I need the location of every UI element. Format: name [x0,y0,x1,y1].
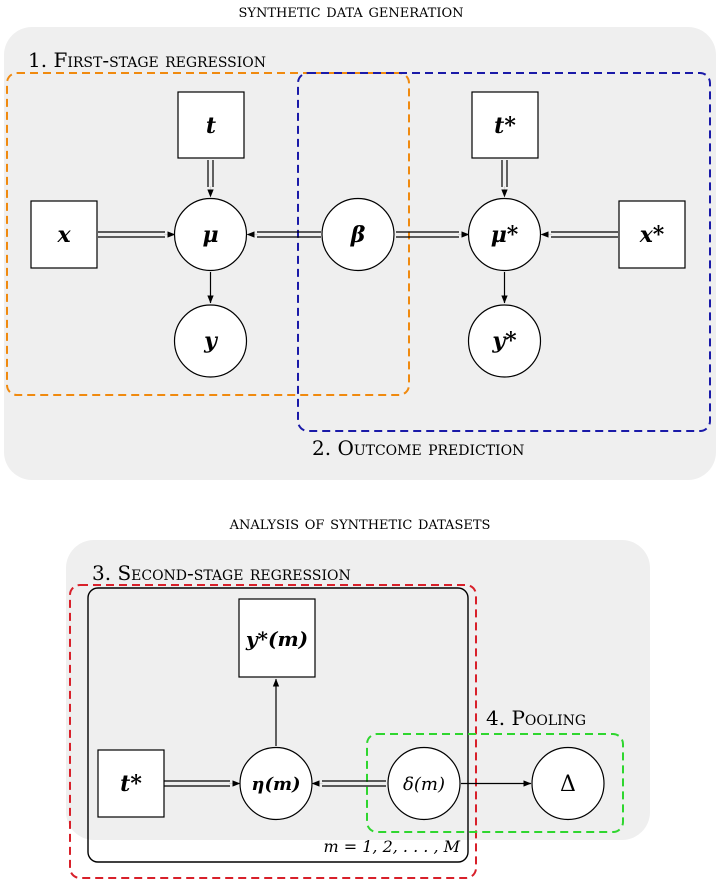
bottom-section-title: analysis of synthetic datasets [229,513,491,534]
node-mu-star-label: μ* [491,222,519,248]
first-stage-group-box [6,72,410,396]
node-beta: β [321,197,395,272]
node-t-star: t* [471,91,539,159]
pooling-group-box [366,733,624,833]
node-x: x [30,200,98,269]
top-section-title: synthetic data generation [238,1,463,22]
node-beta-label: β [350,222,366,248]
edge-x-to-mu [98,231,176,238]
pooling-label: 4. Pooling [486,706,586,730]
edge-t-star-to-mu-star [501,160,508,198]
first-stage-label: 1. First-stage regression [28,48,266,72]
node-y-star-m: y*(m) [238,598,316,678]
node-x-star: x* [618,200,686,269]
node-mu-star: μ* [467,197,542,272]
node-y-star-label: y* [491,328,517,354]
node-Delta-label: Δ [560,772,576,797]
node-y-star: y* [467,304,542,378]
node-t-star-2-label: t* [120,771,142,797]
edge-x-star-to-mu-star [540,231,618,238]
node-delta-m-label: δ(m) [403,774,445,795]
outcome-prediction-label: 2. Outcome prediction [312,436,524,460]
edge-t-star-to-eta [164,780,241,787]
node-delta-m: δ(m) [387,746,461,821]
plate-box [87,587,469,863]
node-t-label: t [206,113,216,139]
node-x-star-label: x* [639,222,665,248]
edge-t-to-mu [207,160,214,198]
node-y-label: y [203,328,219,354]
second-stage-group-box [69,584,477,879]
node-Delta: Δ [531,746,605,821]
node-y-star-m-label: y*(m) [245,627,308,651]
node-t-star-2: t* [97,749,165,818]
edge-beta-to-mu [246,231,321,238]
node-mu-label: μ [202,222,218,248]
edge-beta-to-mu-star [396,231,470,238]
node-t: t [177,91,245,159]
node-y: y [173,304,248,378]
node-eta-m: η(m) [239,746,313,821]
second-stage-label: 3. Second-stage regression [92,561,351,585]
edge-delta-to-eta [311,780,386,787]
bottom-panel-background [66,540,650,840]
outcome-prediction-group-box [297,72,711,432]
node-eta-m-label: η(m) [251,774,300,795]
node-t-star-label: t* [494,113,516,139]
node-x-label: x [56,222,71,248]
node-mu: μ [173,197,248,272]
plate-label: m = 1, 2, . . . , M [323,837,460,856]
